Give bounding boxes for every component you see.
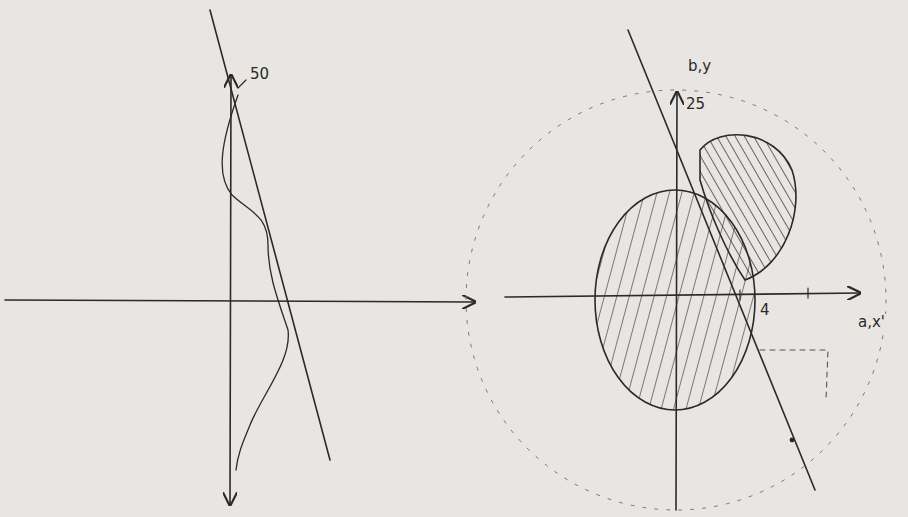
tick [739,290,740,300]
axis-label: 4 [758,302,772,319]
axis-label: a,x' [856,314,887,331]
straight-line [210,10,330,460]
y-axis [230,75,231,505]
tick [807,288,808,298]
leader-line [238,80,246,88]
dashed-guide [760,350,828,400]
dot [790,438,793,441]
x-axis [5,300,475,302]
axis-label: b,y [686,58,713,75]
hatched-region [700,135,796,280]
axis-label: 50 [248,66,271,83]
curve [222,95,288,470]
straight-line [628,30,815,490]
axis-label: 25 [684,96,707,113]
dashed-circle [466,90,886,510]
